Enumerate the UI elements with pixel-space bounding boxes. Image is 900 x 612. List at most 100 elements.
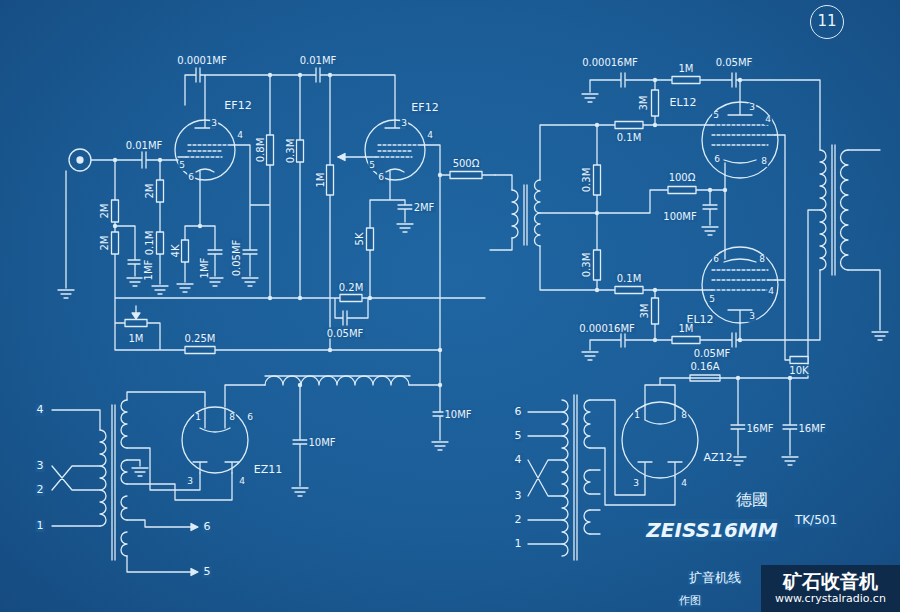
tube-grid [712, 125, 768, 145]
resistor-symbol [615, 287, 643, 294]
component-value: 4K [170, 244, 181, 259]
pin-number: 1 [633, 411, 641, 421]
arrow-head [132, 313, 140, 319]
pin-number: 5 [712, 111, 720, 121]
wiring [127, 278, 143, 286]
component-value: 0.3M [285, 138, 296, 165]
component-value: 2M [99, 203, 110, 220]
title-note: 扩音机线 [688, 571, 742, 585]
wiring [58, 290, 74, 298]
component-value: 0.25M [184, 333, 217, 344]
resistor-symbol [125, 320, 147, 327]
component-value: 0.3M [581, 252, 592, 279]
junction-dot [158, 158, 162, 162]
component-value: 0.16A [689, 361, 720, 372]
resistor-symbol [157, 232, 164, 254]
title-note: 作图 [678, 595, 702, 607]
tube-type: EF12 [223, 100, 252, 112]
arrow-head [132, 154, 345, 576]
node-heading: 11 [817, 13, 836, 30]
pin-number: 3 [632, 479, 640, 489]
junction-dot [368, 296, 372, 300]
junction-dot [113, 158, 117, 162]
resistor-symbol [367, 228, 374, 250]
wiring [132, 468, 148, 476]
component-value: 1M [678, 323, 695, 334]
terminal-number: 5 [514, 430, 523, 442]
fuse-symbol [690, 375, 720, 381]
junction-dot [328, 348, 332, 352]
terminal-number: 6 [514, 406, 523, 418]
component-value: 16MF [745, 423, 774, 434]
pin-number: 5 [708, 295, 716, 305]
resistor-symbol [668, 187, 696, 194]
wiring [242, 278, 258, 286]
junction-dot [298, 383, 302, 387]
component-value: 0.1M [144, 230, 155, 257]
pin-number: 8 [760, 157, 768, 167]
resistor-symbol [112, 200, 119, 222]
resistor-symbol [185, 347, 215, 354]
junction-dot [723, 188, 727, 192]
tube-envelope [365, 120, 425, 180]
tube-electrode [705, 102, 775, 175]
junction-dot [595, 78, 792, 380]
component-value: 10MF [307, 437, 336, 448]
junction-dot [438, 173, 442, 177]
arrow-head [191, 569, 198, 576]
tube-type: EL12 [668, 97, 697, 109]
title-note: ZEISS16MM [645, 519, 778, 541]
tube-envelope [622, 402, 698, 478]
component-value: 500Ω [452, 158, 481, 169]
junction-dot [268, 296, 272, 300]
component-value: 0.05MF [231, 239, 242, 278]
pin-number: 8 [758, 255, 766, 265]
wire [490, 73, 880, 560]
component-value: 100MF [662, 211, 697, 222]
pin-number: 4 [238, 477, 246, 487]
pin-number: 3 [400, 119, 408, 129]
junction-dot [328, 73, 332, 77]
title-note: TK/501 [794, 514, 838, 527]
resistor-symbol [594, 77, 809, 364]
pin-number: 6 [377, 173, 385, 183]
junction-dot [198, 224, 202, 228]
component-value: 0.3M [581, 167, 592, 194]
resistor-symbol [594, 165, 601, 195]
pin-number: 4 [680, 479, 688, 489]
junction-dot [298, 73, 302, 77]
resistor-symbol [672, 337, 700, 344]
junction-dot [438, 348, 442, 352]
pin-number: 3 [748, 103, 756, 113]
junction-dot [653, 338, 657, 342]
resistor-symbol [297, 140, 304, 162]
pin-number: 4 [236, 131, 244, 141]
pin-number: 6 [713, 155, 721, 165]
component-value: 0.1M [616, 273, 643, 284]
terminal-number: 2 [514, 514, 523, 526]
tube-electrode [193, 409, 239, 473]
component-value: 1MF [199, 257, 210, 280]
junction-dot [438, 383, 442, 387]
wire [52, 68, 495, 572]
pin-number: 4 [426, 131, 434, 141]
input-jack [69, 149, 91, 171]
node-body: www.crystalradio.cn [775, 593, 886, 606]
terminal-number: 4 [36, 404, 45, 416]
pin-number: 4 [767, 287, 775, 297]
wiring [397, 224, 413, 232]
component-value: 0.05MF [326, 328, 365, 339]
watermark-box: 矿石收音机www.crystalradio.cn [761, 565, 900, 612]
terminal-number: 3 [514, 490, 523, 502]
tube-type: EZ11 [253, 464, 283, 476]
junction-dot [595, 211, 599, 215]
junction-dot [653, 78, 657, 82]
resistor-symbol [112, 135, 483, 354]
component-value: 0.05MF [715, 57, 754, 68]
resistor-symbol [652, 298, 659, 324]
tube-type: AZ12 [702, 452, 733, 464]
wiring [52, 68, 888, 576]
input-jack [77, 157, 83, 163]
component-value: 0.0001MF [176, 55, 227, 66]
